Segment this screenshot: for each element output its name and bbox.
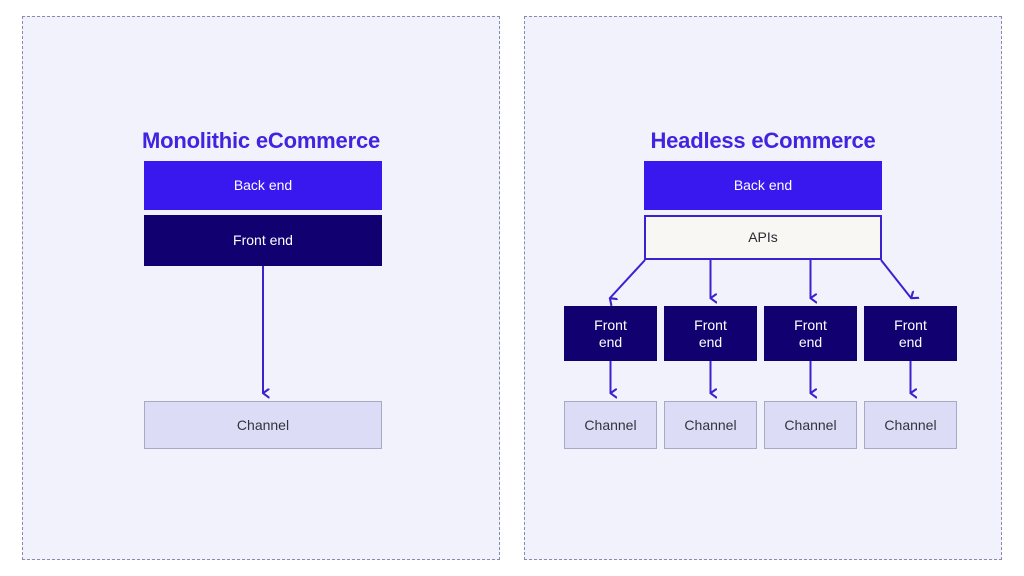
node-headless-channel-2: Channel: [664, 401, 757, 449]
node-label: Channel: [684, 416, 737, 433]
node-headless-apis: APIs: [644, 215, 882, 260]
node-label: Back end: [733, 177, 793, 194]
node-headless-channel-4: Channel: [864, 401, 957, 449]
node-label: Channel: [784, 416, 837, 433]
node-monolithic-back-end: Back end: [144, 161, 382, 210]
panel-monolithic-ecommerce: Monolithic eCommerce Back end Front end …: [22, 16, 500, 560]
connectors-headless: [525, 259, 1003, 561]
connectors-monolithic: [23, 266, 501, 561]
node-monolithic-front-end: Front end: [144, 215, 382, 266]
node-headless-channel-1: Channel: [564, 401, 657, 449]
node-monolithic-channel: Channel: [144, 401, 382, 449]
node-label: Back end: [233, 177, 293, 194]
node-label: APIs: [748, 229, 778, 246]
node-label: Channel: [884, 416, 937, 433]
node-headless-channel-3: Channel: [764, 401, 857, 449]
node-headless-back-end: Back end: [644, 161, 882, 210]
panel-headless-ecommerce: Headless eCommerce Back end: [524, 16, 1002, 560]
node-label: Channel: [236, 416, 290, 433]
arrow-apis-to-frontend-4: [880, 259, 911, 298]
node-label: Front end: [233, 232, 293, 249]
node-label: Channel: [584, 416, 637, 433]
panel-title-headless: Headless eCommerce: [650, 128, 876, 154]
arrow-apis-to-frontend-1: [610, 259, 646, 298]
panel-title-monolithic: Monolithic eCommerce: [141, 128, 381, 154]
